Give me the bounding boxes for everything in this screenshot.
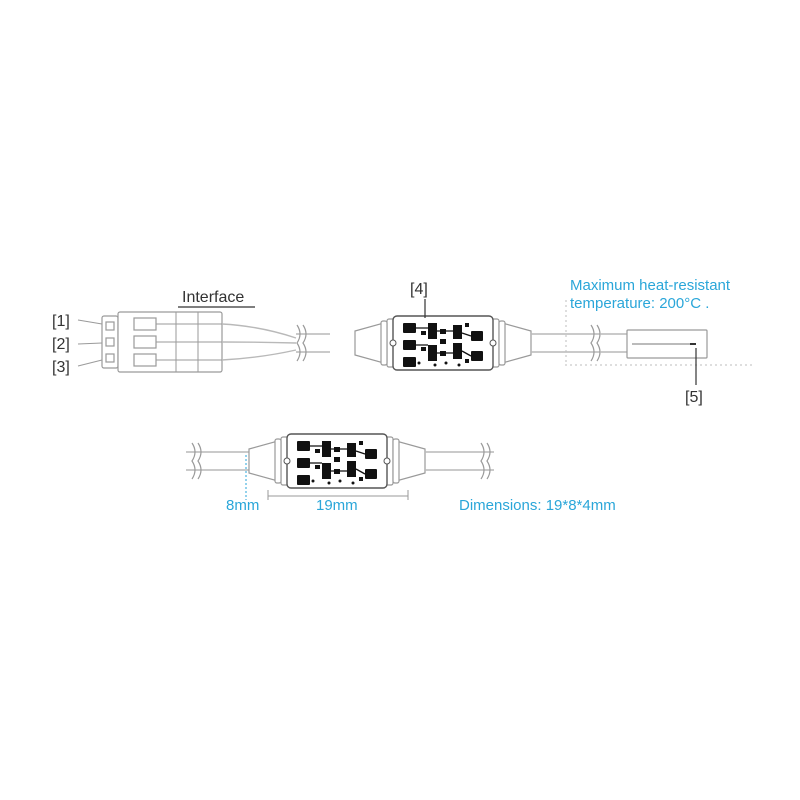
cable-break-icon <box>191 442 202 480</box>
wire-2 <box>221 341 297 344</box>
sensor-pcb-icon <box>354 315 532 371</box>
interface-label: Interface <box>182 289 244 306</box>
heat-resistance-line-1: Maximum heat-resistant <box>570 277 731 294</box>
temperature-probe-icon <box>626 329 708 359</box>
part-label-5: [5] <box>685 389 703 406</box>
pin-label-1: [1] <box>52 313 70 330</box>
part-label-4: [4] <box>410 281 428 298</box>
cable-break-icon <box>480 442 491 480</box>
wire-1 <box>221 323 297 339</box>
wire-3 <box>221 349 297 361</box>
cable-break-icon <box>296 324 307 362</box>
sensor-pcb-detail-icon <box>248 433 426 489</box>
heat-resistance-line-2: temperature: 200°C . <box>570 295 709 312</box>
three-pin-connector-icon <box>101 311 223 373</box>
dimension-length-label: 19mm <box>316 497 358 514</box>
pin-label-2: [2] <box>52 336 70 353</box>
dimension-width-label: 8mm <box>226 497 259 514</box>
dimensions-summary: Dimensions: 19*8*4mm <box>459 497 616 514</box>
cable-break-icon <box>590 324 601 362</box>
pin-label-3: [3] <box>52 359 70 376</box>
